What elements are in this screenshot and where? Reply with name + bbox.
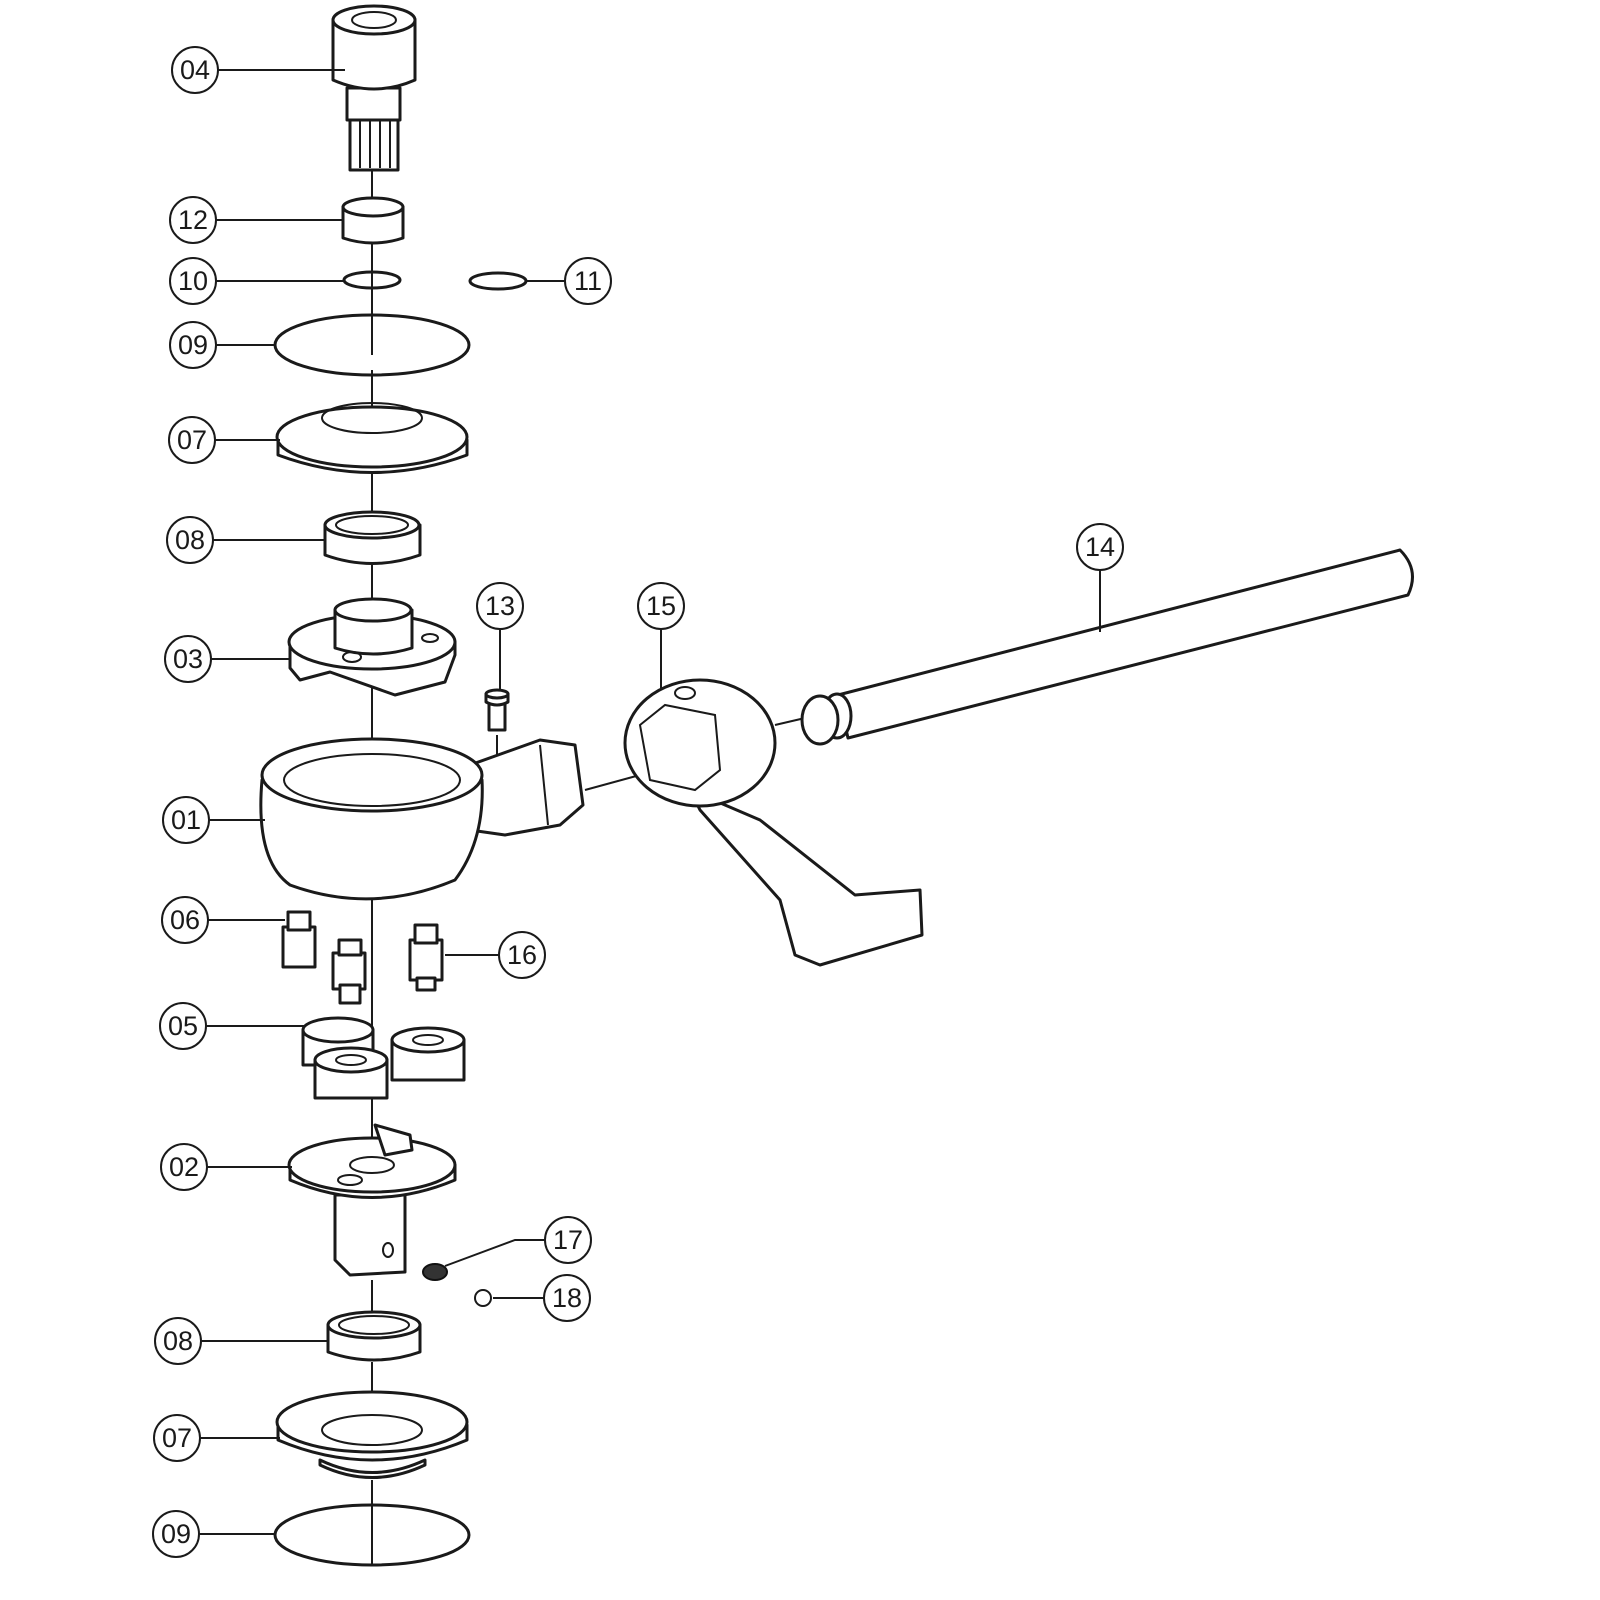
callout-12: 12	[169, 196, 343, 244]
part-14-handle-bar	[800, 548, 1414, 746]
callout-label: 05	[168, 1011, 198, 1041]
callout-label: 14	[1085, 532, 1115, 562]
callout-label: 07	[162, 1423, 192, 1453]
callout-04: 04	[171, 46, 345, 94]
callout-label: 16	[507, 940, 537, 970]
callout-16: 16	[445, 931, 546, 979]
callout-17: 17	[444, 1216, 592, 1267]
callout-label: 04	[180, 55, 210, 85]
callout-label: 15	[646, 591, 676, 621]
part-15-handle-adapter	[623, 678, 924, 967]
callout-label: 03	[173, 644, 203, 674]
callout-07-bottom: 07	[153, 1414, 280, 1462]
callout-09: 09	[169, 321, 275, 369]
part-08-needle-bearing-bottom	[326, 1310, 422, 1362]
callout-label: 08	[163, 1326, 193, 1356]
callout-13: 13	[476, 582, 524, 690]
callout-02: 02	[160, 1143, 292, 1191]
callout-label: 13	[485, 591, 515, 621]
callout-08-bottom: 08	[154, 1317, 328, 1365]
assembly-axis	[371, 170, 806, 1565]
part-03-plate	[287, 597, 457, 697]
part-04-socket	[331, 4, 417, 172]
callout-18: 18	[493, 1274, 591, 1322]
callout-03: 03	[164, 635, 290, 683]
part-07-cover-bottom	[275, 1390, 469, 1479]
callout-label: 12	[178, 205, 208, 235]
part-12-bushing	[341, 196, 405, 245]
callout-05: 05	[159, 1002, 305, 1050]
callout-15: 15	[637, 582, 685, 690]
callout-label: 02	[169, 1152, 199, 1182]
callout-07: 07	[168, 416, 280, 464]
callout-label: 01	[171, 805, 201, 835]
callout-10: 10	[169, 257, 345, 305]
callout-09-bottom: 09	[152, 1510, 275, 1558]
part-17-spring	[422, 1263, 448, 1281]
callout-14: 14	[1076, 523, 1124, 632]
callout-06: 06	[161, 896, 285, 944]
callout-label: 11	[574, 266, 602, 296]
callout-label: 17	[553, 1225, 583, 1255]
part-01-ratchet-head	[259, 737, 585, 901]
callout-label: 18	[552, 1283, 582, 1313]
part-08-needle-bearing-top	[323, 510, 422, 565]
callout-label: 10	[178, 266, 208, 296]
callout-01: 01	[162, 796, 265, 844]
callout-label: 07	[177, 425, 207, 455]
part-05-gears	[301, 1016, 466, 1100]
part-13-screw	[484, 688, 510, 732]
part-06-pins	[281, 910, 367, 1005]
part-07-cover-top	[275, 402, 469, 474]
part-02-drive	[287, 1123, 457, 1277]
part-11-retaining-ring	[468, 271, 528, 291]
callout-label: 09	[178, 330, 208, 360]
callout-label: 09	[161, 1519, 191, 1549]
part-16-pin	[408, 923, 444, 992]
part-18-ball	[474, 1289, 492, 1307]
callout-label: 08	[175, 525, 205, 555]
callout-08: 08	[166, 516, 325, 564]
callout-label: 06	[170, 905, 200, 935]
callout-11: 11	[527, 257, 612, 305]
